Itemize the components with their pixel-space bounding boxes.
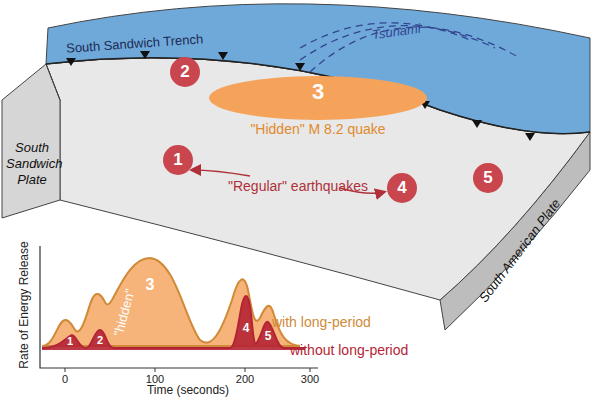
circle-fill bbox=[473, 163, 503, 193]
axis-title: Time (seconds) bbox=[147, 383, 229, 397]
callout-circle: 2 bbox=[169, 56, 201, 88]
peak-number: 4 bbox=[243, 321, 250, 335]
regular-label: "Regular" earthquakes bbox=[228, 178, 368, 194]
tick-label: 300 bbox=[301, 373, 319, 385]
callout-circle: 1 bbox=[162, 144, 194, 176]
peak-number: 2 bbox=[97, 334, 103, 346]
callout-circle: 4 bbox=[386, 172, 418, 204]
axis-title: Rate of Energy Release bbox=[17, 241, 31, 368]
rupture-zone: 3 "Hidden" M 8.2 quake bbox=[208, 75, 428, 137]
series-label: without long-period bbox=[290, 342, 408, 358]
circle-fill bbox=[387, 173, 417, 203]
quake-label: "Hidden" M 8.2 quake bbox=[208, 121, 428, 137]
ellipse-fill bbox=[209, 76, 427, 120]
peak-number: 1 bbox=[67, 335, 73, 347]
callout-number: 5 bbox=[472, 162, 504, 194]
circle-fill bbox=[170, 57, 200, 87]
plate-label: South Sandwich Plate bbox=[6, 140, 58, 188]
peak-number: 3 bbox=[146, 276, 155, 294]
tick-label: 100 bbox=[146, 373, 164, 385]
series-label: with long-period bbox=[272, 314, 371, 330]
callout-number: 1 bbox=[162, 144, 194, 176]
callout-circle: 5 bbox=[472, 162, 504, 194]
circle-fill bbox=[163, 145, 193, 175]
tick-label: 200 bbox=[236, 373, 254, 385]
peak-number: 5 bbox=[265, 329, 272, 343]
callout-number: 3 bbox=[208, 75, 428, 107]
callout-number: 4 bbox=[386, 172, 418, 204]
tick-label: 0 bbox=[62, 373, 68, 385]
callout-number: 2 bbox=[169, 56, 201, 88]
